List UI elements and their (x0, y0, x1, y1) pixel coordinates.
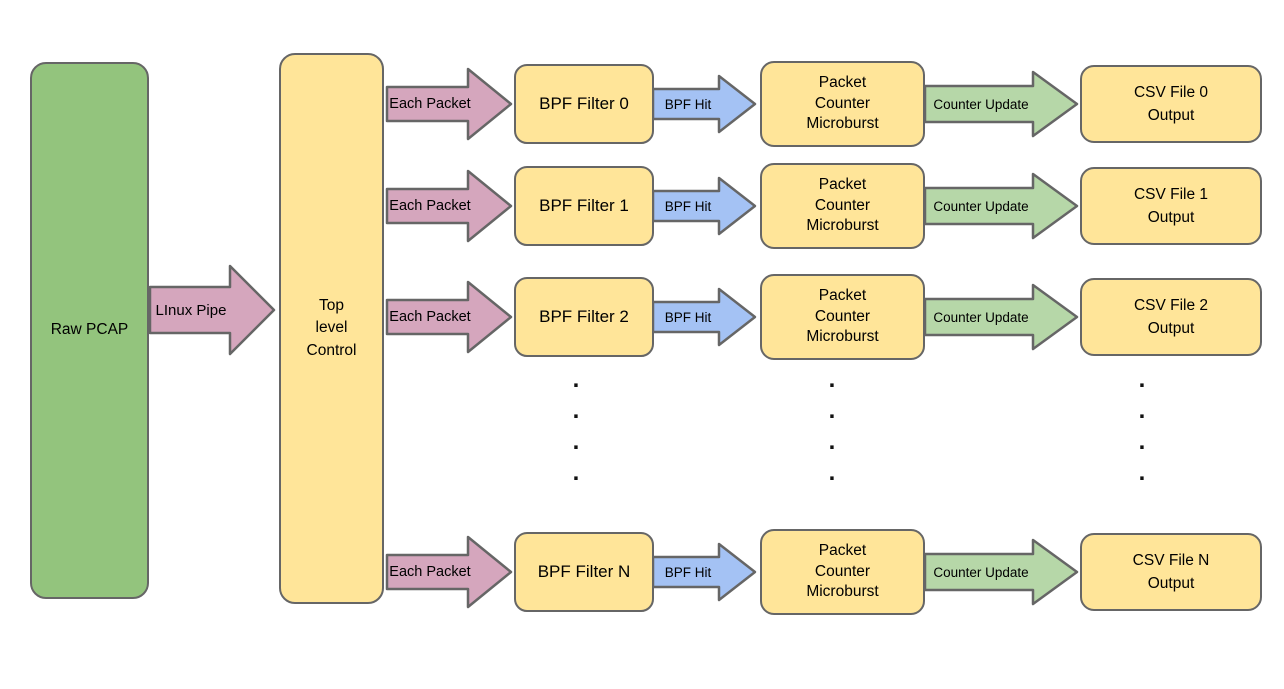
ellipsis-column: . . . . (572, 366, 580, 486)
right-arrow-icon (651, 74, 757, 134)
counter-update-arrow: Counter Update (923, 172, 1079, 240)
each-packet-arrow: Each Packet (385, 535, 513, 609)
raw-pcap-label: Raw PCAP (50, 321, 129, 339)
packet-counter-label: Packet Counter Microburst (806, 286, 879, 346)
linux-pipe-arrow: LInux Pipe (148, 264, 276, 356)
bpf-hit-label: BPF Hit (664, 96, 712, 112)
bpf-filter-box: BPF Filter N (514, 532, 654, 612)
ellipsis-column: . . . . (828, 366, 836, 486)
csv-output-label: CSV File 2 Output (1133, 296, 1209, 337)
counter-update-label: Counter Update (933, 564, 1029, 580)
right-arrow-icon (651, 176, 757, 236)
bpf-filter-label: BPF Filter 2 (539, 306, 629, 326)
bpf-hit-label: BPF Hit (664, 309, 712, 325)
right-arrow-icon (385, 67, 513, 141)
right-arrow-icon (923, 283, 1079, 351)
csv-output-box: CSV File 0 Output (1080, 65, 1262, 143)
bpf-hit-arrow: BPF Hit (651, 74, 757, 134)
bpf-filter-label: BPF Filter 1 (539, 195, 629, 215)
each-packet-label: Each Packet (389, 96, 471, 112)
right-arrow-icon (651, 542, 757, 602)
top-level-control-label: Top level Control (306, 296, 357, 359)
packet-counter-box: Packet Counter Microburst (760, 163, 925, 249)
packet-counter-box: Packet Counter Microburst (760, 274, 925, 360)
right-arrow-icon (148, 264, 276, 356)
right-arrow-icon (923, 70, 1079, 138)
csv-output-box: CSV File N Output (1080, 533, 1262, 611)
right-arrow-icon (923, 538, 1079, 606)
right-arrow-icon (923, 172, 1079, 240)
bpf-filter-box: BPF Filter 1 (514, 166, 654, 246)
packet-counter-label: Packet Counter Microburst (806, 73, 879, 133)
bpf-filter-box: BPF Filter 0 (514, 64, 654, 144)
each-packet-label: Each Packet (389, 198, 471, 214)
bpf-filter-label: BPF Filter N (537, 561, 631, 581)
counter-update-label: Counter Update (933, 96, 1029, 112)
right-arrow-icon (651, 287, 757, 347)
csv-output-label: CSV File 1 Output (1133, 185, 1209, 226)
each-packet-label: Each Packet (389, 309, 471, 325)
each-packet-label: Each Packet (389, 564, 471, 580)
csv-output-label: CSV File 0 Output (1133, 83, 1209, 124)
bpf-hit-arrow: BPF Hit (651, 176, 757, 236)
bpf-filter-box: BPF Filter 2 (514, 277, 654, 357)
bpf-hit-arrow: BPF Hit (651, 542, 757, 602)
counter-update-arrow: Counter Update (923, 283, 1079, 351)
right-arrow-icon (385, 169, 513, 243)
packet-counter-label: Packet Counter Microburst (806, 175, 879, 235)
right-arrow-icon (385, 280, 513, 354)
each-packet-arrow: Each Packet (385, 280, 513, 354)
counter-update-label: Counter Update (933, 198, 1029, 214)
csv-output-label: CSV File N Output (1132, 551, 1210, 592)
csv-output-box: CSV File 2 Output (1080, 278, 1262, 356)
packet-counter-box: Packet Counter Microburst (760, 529, 925, 615)
packet-counter-box: Packet Counter Microburst (760, 61, 925, 147)
counter-update-arrow: Counter Update (923, 538, 1079, 606)
bpf-hit-label: BPF Hit (664, 564, 712, 580)
csv-output-box: CSV File 1 Output (1080, 167, 1262, 245)
each-packet-arrow: Each Packet (385, 67, 513, 141)
right-arrow-icon (385, 535, 513, 609)
bpf-hit-label: BPF Hit (664, 198, 712, 214)
packet-counter-label: Packet Counter Microburst (806, 541, 879, 601)
counter-update-arrow: Counter Update (923, 70, 1079, 138)
bpf-hit-arrow: BPF Hit (651, 287, 757, 347)
bpf-filter-label: BPF Filter 0 (539, 93, 629, 113)
counter-update-label: Counter Update (933, 309, 1029, 325)
ellipsis-column: . . . . (1138, 366, 1146, 486)
raw-pcap-box: Raw PCAP (30, 62, 149, 599)
linux-pipe-label: LInux Pipe (155, 301, 227, 319)
top-level-control-box: Top level Control (279, 53, 384, 604)
each-packet-arrow: Each Packet (385, 169, 513, 243)
